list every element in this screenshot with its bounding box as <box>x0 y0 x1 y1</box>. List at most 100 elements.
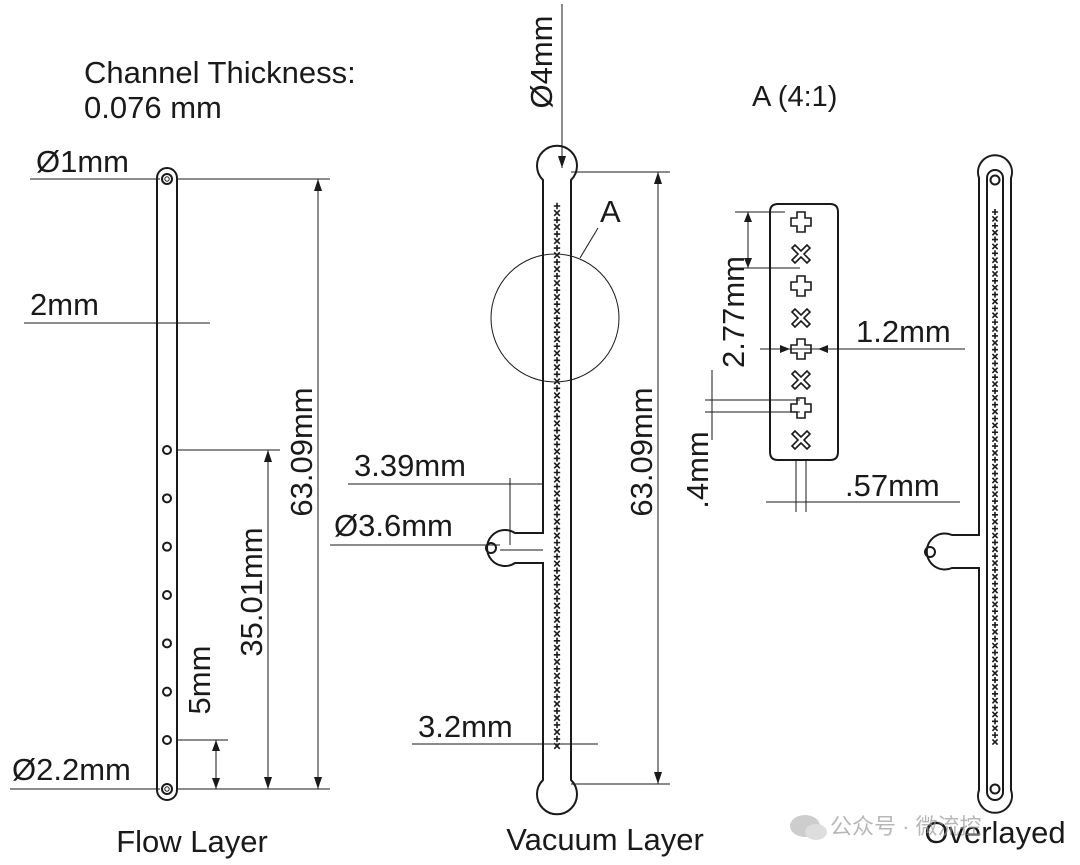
cross-symbol <box>991 353 999 360</box>
cross-symbol <box>991 656 999 663</box>
watermark-text: 公众号 · 微流控 <box>830 814 982 839</box>
plus-symbol <box>992 704 998 711</box>
plus-symbol <box>992 305 998 312</box>
dim-arrow <box>780 345 790 353</box>
cross-symbol <box>991 614 999 622</box>
cross-symbol <box>553 448 561 455</box>
flow-side-hole <box>162 445 172 455</box>
detail-cross-symbol <box>790 369 812 391</box>
overlay-vacuum-outline <box>925 154 1013 814</box>
dim-arrow <box>314 179 322 191</box>
dim-arrow <box>744 258 752 268</box>
overlayed-label: Overlayed <box>924 815 1065 850</box>
vacuum-layer-drawing: Ø4mm A 3.39mm Ø3.6mm 63.09mm 3.2mm Vacuu… <box>330 4 704 857</box>
plus-symbol <box>992 718 998 725</box>
plus-symbol <box>553 329 561 336</box>
plus-symbol <box>992 635 998 642</box>
cross-symbol <box>553 265 561 273</box>
cross-symbol <box>553 321 561 329</box>
plus-symbol <box>553 483 561 490</box>
cross-symbol <box>991 725 999 732</box>
cross-symbol <box>553 293 561 301</box>
cross-symbol <box>991 670 999 677</box>
flow-side-hole <box>162 735 172 745</box>
detail-plus-symbol <box>790 397 812 419</box>
vacuum-port-hole <box>485 542 497 554</box>
cross-symbol <box>553 209 561 217</box>
plus-symbol <box>992 429 998 436</box>
plus-symbol <box>553 735 561 743</box>
plus-symbol <box>553 371 561 378</box>
plus-symbol <box>553 272 561 280</box>
cross-symbol <box>991 312 999 319</box>
cross-symbol <box>991 422 999 429</box>
cross-symbol <box>991 573 999 580</box>
cross-symbol <box>991 394 999 402</box>
dim-flow-inlet-diameter: Ø1mm <box>36 144 129 179</box>
plus-symbol <box>992 277 998 284</box>
plus-symbol <box>553 567 561 574</box>
detail-a-symbols <box>790 211 812 451</box>
plus-symbol <box>992 553 998 560</box>
cross-symbol <box>553 349 561 357</box>
dim-detail-channel: .57mm <box>845 468 940 503</box>
cross-symbol <box>553 602 561 610</box>
cross-symbol <box>991 367 999 374</box>
flow-inlet-hole <box>161 173 173 185</box>
detail-cross-symbol <box>790 429 812 451</box>
cross-symbol <box>991 380 999 388</box>
cross-symbol <box>553 574 561 582</box>
dim-vacuum-offset: 3.39mm <box>354 448 466 483</box>
cross-symbol <box>991 628 999 636</box>
dim-detail-width: 1.2mm <box>856 314 951 349</box>
cross-symbol <box>553 728 561 736</box>
cross-symbol <box>553 658 561 666</box>
dim-arrow <box>212 740 220 751</box>
cross-symbol <box>991 229 999 236</box>
plus-symbol <box>992 291 998 298</box>
vacuum-layer-label: Vacuum Layer <box>506 822 704 857</box>
plus-symbol <box>553 258 561 266</box>
detail-plus-symbol <box>790 338 812 360</box>
overlayed-drawing: Overlayed <box>924 154 1066 850</box>
plus-symbol <box>553 637 561 645</box>
cross-symbol <box>991 504 999 512</box>
flow-side-holes <box>162 445 172 745</box>
cross-symbol <box>991 546 999 553</box>
cross-symbol <box>553 223 561 231</box>
cross-symbol <box>553 377 561 385</box>
plus-symbol <box>553 721 561 729</box>
overlay-inlet-hole <box>989 174 1001 186</box>
overlay-flow-channel <box>986 169 1004 801</box>
cross-symbol <box>553 714 561 722</box>
cross-symbol <box>553 518 561 525</box>
plus-symbol <box>553 497 561 504</box>
plus-symbol <box>992 539 998 546</box>
plus-symbol <box>553 413 561 420</box>
plus-symbol <box>992 484 998 491</box>
cross-symbol <box>553 434 561 441</box>
cross-symbol <box>991 587 999 594</box>
plus-symbol <box>992 209 998 215</box>
cross-symbol <box>991 683 999 691</box>
cross-symbol <box>553 504 561 511</box>
flow-side-hole <box>162 686 172 697</box>
cross-symbol <box>991 642 999 649</box>
cross-symbol <box>991 325 999 333</box>
plus-symbol <box>553 651 561 659</box>
plus-symbol <box>553 357 561 364</box>
cross-symbol <box>553 406 561 413</box>
cross-symbol <box>991 477 999 484</box>
plus-symbol <box>992 663 998 670</box>
dim-vacuum-width: 3.2mm <box>418 709 513 744</box>
detail-a-title: A (4:1) <box>752 81 837 113</box>
cross-symbol <box>991 601 999 608</box>
dim-vacuum-top-diameter: Ø4mm <box>524 16 559 109</box>
plus-symbol <box>992 580 998 587</box>
plus-symbol <box>992 401 998 408</box>
plus-symbol <box>992 415 998 422</box>
detail-a-leader <box>579 227 599 259</box>
dim-detail-gap: .4mm <box>680 431 715 509</box>
overlay-symbol-column <box>991 209 999 746</box>
plus-symbol <box>553 385 561 392</box>
